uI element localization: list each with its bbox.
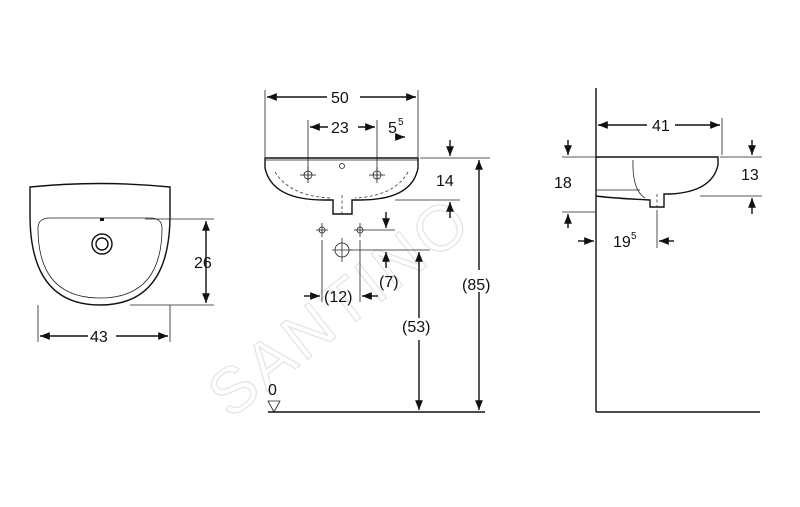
tap-offset-label: 5: [388, 120, 397, 137]
waste-height-label: (53): [402, 319, 430, 336]
waste-projection-label: 19: [613, 234, 631, 251]
tap-spacing-label: 23: [331, 120, 349, 137]
projection-label: 41: [652, 118, 670, 135]
side-view: 41 18 13 19 5: [554, 88, 762, 413]
overflow-icon: [339, 163, 345, 169]
tap-hole-icon: [369, 167, 385, 183]
floor-level-label: 0: [268, 382, 277, 399]
tap-hole-icon: [300, 167, 316, 183]
waste-spacing-label: (12): [324, 289, 352, 306]
waste-offset-label: (7): [379, 274, 399, 291]
bowl-height-label: 14: [436, 173, 454, 190]
fixing-point-icon: [316, 223, 328, 237]
front-width-label: 43: [90, 329, 108, 346]
rim-height-label: (85): [462, 277, 490, 294]
elevation-width-label: 50: [331, 90, 349, 107]
svg-text:5: 5: [398, 117, 404, 128]
fixing-point-icon: [354, 223, 366, 237]
overall-depth-label: 18: [554, 175, 572, 192]
rim-depth-label: 13: [741, 167, 759, 184]
watermark: SANTINO: [194, 182, 485, 431]
elevation-view: 50 23 5 5 14: [264, 90, 490, 413]
overflow-hole-icon: [91, 233, 113, 255]
floor-level-icon: [267, 400, 281, 413]
svg-text:5: 5: [631, 231, 637, 242]
front-view: 26 43: [29, 182, 214, 346]
waste-outlet-icon: [332, 238, 352, 262]
front-depth-label: 26: [194, 255, 212, 272]
